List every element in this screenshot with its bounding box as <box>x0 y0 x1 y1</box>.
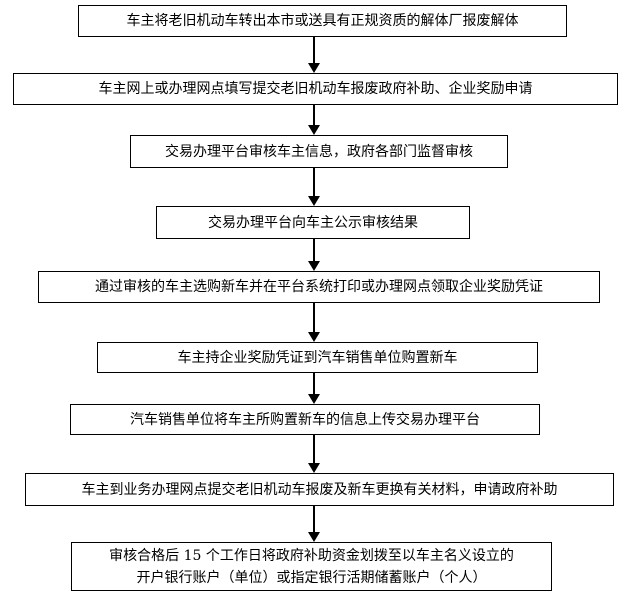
step-9-box: 审核合格后 15 个工作日将政府补助资金划拨至以车主名义设立的 开户银行账户（单… <box>71 542 552 591</box>
step-7-text: 汽车销售单位将车主所购置新车的信息上传交易办理平台 <box>130 411 480 428</box>
step-6-box: 车主持企业奖励凭证到汽车销售单位购置新车 <box>97 342 538 373</box>
step-9-text-line-2: 开户银行账户（单位）或指定银行活期储蓄账户（个人） <box>136 569 487 586</box>
arrow-5-6 <box>308 303 320 342</box>
arrow-8-9 <box>308 506 320 542</box>
step-7-box: 汽车销售单位将车主所购置新车的信息上传交易办理平台 <box>70 404 540 435</box>
step-3-box: 交易办理平台审核车主信息，政府各部门监督审核 <box>130 135 508 168</box>
arrow-2-3 <box>308 105 320 135</box>
step-9-text-line-1: 审核合格后 15 个工作日将政府补助资金划拨至以车主名义设立的 <box>109 547 514 564</box>
arrow-7-8 <box>308 435 320 473</box>
arrow-3-4 <box>308 168 320 206</box>
step-5-box: 通过审核的车主选购新车并在平台系统打印或办理网点领取企业奖励凭证 <box>38 271 600 303</box>
step-8-box: 车主到业务办理网点提交老旧机动车报废及新车更换有关材料，申请政府补助 <box>25 473 614 506</box>
step-5-text: 通过审核的车主选购新车并在平台系统打印或办理网点领取企业奖励凭证 <box>95 279 543 295</box>
step-4-text: 交易办理平台向车主公示审核结果 <box>208 214 418 231</box>
step-2-text: 车主网上或办理网点填写提交老旧机动车报废政府补助、企业奖励申请 <box>98 81 533 97</box>
step-8-text: 车主到业务办理网点提交老旧机动车报废及新车更换有关材料，申请政府补助 <box>81 481 558 498</box>
step-1-text: 车主将老旧机动车转出本市或送具有正规资质的解体厂报废解体 <box>126 13 519 29</box>
step-3-text: 交易办理平台审核车主信息，政府各部门监督审核 <box>165 143 473 160</box>
arrow-1-2 <box>308 37 320 73</box>
step-6-text: 车主持企业奖励凭证到汽车销售单位购置新车 <box>177 349 458 366</box>
step-1-box: 车主将老旧机动车转出本市或送具有正规资质的解体厂报废解体 <box>78 5 567 37</box>
arrow-4-5 <box>308 239 320 271</box>
step-2-box: 车主网上或办理网点填写提交老旧机动车报废政府补助、企业奖励申请 <box>13 73 618 105</box>
step-4-box: 交易办理平台向车主公示审核结果 <box>156 206 470 239</box>
arrow-6-7 <box>308 373 320 404</box>
